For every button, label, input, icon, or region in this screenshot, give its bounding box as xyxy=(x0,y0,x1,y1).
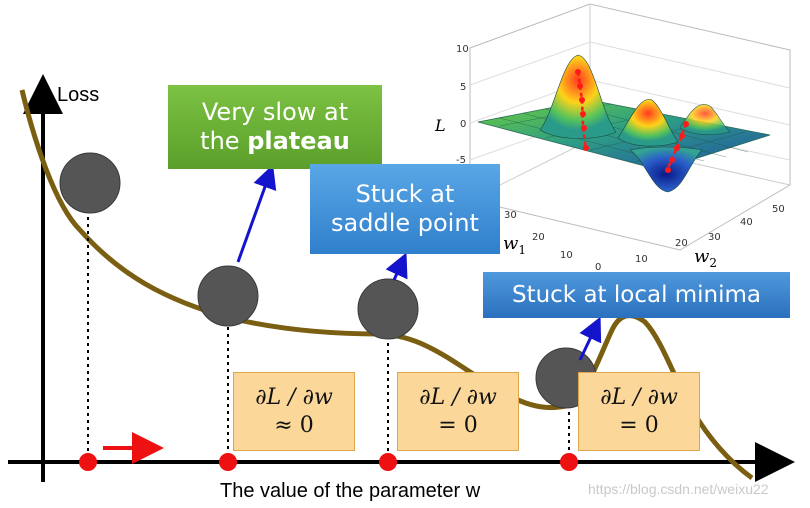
surface-plot: 10 5 0 -5 30 20 10 0 10 20 30 40 50 L w1… xyxy=(434,3,791,273)
callout-plateau-bold: plateau xyxy=(247,127,350,155)
y-tick-40: 40 xyxy=(740,217,753,228)
callout-saddle-line1: Stuck at xyxy=(355,179,455,208)
point-w3 xyxy=(560,453,578,471)
formula-box-saddle: ∂L / ∂w = 0 xyxy=(397,372,519,451)
z-tick-0: 0 xyxy=(460,119,466,130)
formula-box-local-minima: ∂L / ∂w = 0 xyxy=(578,372,700,451)
descent-path-1-dots xyxy=(575,69,589,151)
ball-saddle xyxy=(357,278,419,340)
surface-peak-main xyxy=(539,54,617,139)
surface-grid-5 xyxy=(589,79,791,126)
y-tick-20: 20 xyxy=(675,238,688,249)
descent-path-2-dots xyxy=(665,121,689,173)
arrow-saddle xyxy=(385,252,408,281)
surface-peak-right xyxy=(679,104,731,135)
arrow-local-minima xyxy=(578,316,602,361)
x-tick-30: 30 xyxy=(504,210,517,221)
x-axis-label: The value of the parameter w xyxy=(220,480,481,502)
x-tick-10: 10 xyxy=(560,250,573,261)
callout-plateau-prefix: the xyxy=(200,127,248,155)
z-tick-5: 5 xyxy=(460,82,466,93)
y-axis-label: Loss xyxy=(57,84,100,106)
surface-y-label-sub: 2 xyxy=(709,256,717,270)
surface-x-label: w1 xyxy=(503,233,526,257)
callout-plateau-line1: Very slow at xyxy=(201,97,349,126)
point-w1 xyxy=(219,453,237,471)
callout-plateau-line2: the plateau xyxy=(200,127,350,156)
x-tick-20: 20 xyxy=(532,232,545,243)
formula-1-derivative: ∂L / ∂w xyxy=(255,385,333,410)
callout-saddle: Stuck at saddle point xyxy=(310,164,500,254)
formula-3-relation: = 0 xyxy=(619,412,659,438)
y-tick-10: 10 xyxy=(635,254,648,265)
surface-x-label-sub: 1 xyxy=(518,243,526,257)
surface-grid-4 xyxy=(589,41,791,89)
point-w2 xyxy=(379,453,397,471)
point-w0 xyxy=(79,453,97,471)
formula-1-relation: ≈ 0 xyxy=(274,412,314,438)
ball-plateau xyxy=(197,265,259,327)
ball-start xyxy=(59,152,121,214)
surface-y-label: w2 xyxy=(694,246,717,270)
formula-box-plateau: ∂L / ∂w ≈ 0 xyxy=(233,372,355,451)
callout-saddle-line2: saddle point xyxy=(331,209,479,237)
callout-local-minima-text: Stuck at local minima xyxy=(511,281,762,308)
surface-grid-1 xyxy=(469,41,591,86)
formula-3-derivative: ∂L / ∂w xyxy=(600,385,678,410)
z-tick-10: 10 xyxy=(456,44,469,55)
y-tick-30: 30 xyxy=(708,232,721,243)
surface-peak-small xyxy=(617,99,679,147)
arrow-plateau xyxy=(236,164,277,263)
x-tick-0: 0 xyxy=(595,262,601,273)
z-tick-neg5: -5 xyxy=(456,155,466,166)
watermark: https://blog.csdn.net/weixu22 xyxy=(588,481,769,497)
formula-2-relation: = 0 xyxy=(438,412,478,438)
y-tick-50: 50 xyxy=(772,204,785,215)
surface-y-label-main: w xyxy=(694,246,710,267)
formula-2-derivative: ∂L / ∂w xyxy=(419,385,497,410)
surface-z-label: L xyxy=(434,116,446,135)
surface-x-label-main: w xyxy=(503,233,519,254)
callout-plateau: Very slow at the plateau xyxy=(168,85,382,169)
callout-local-minima: Stuck at local minima xyxy=(483,272,790,318)
